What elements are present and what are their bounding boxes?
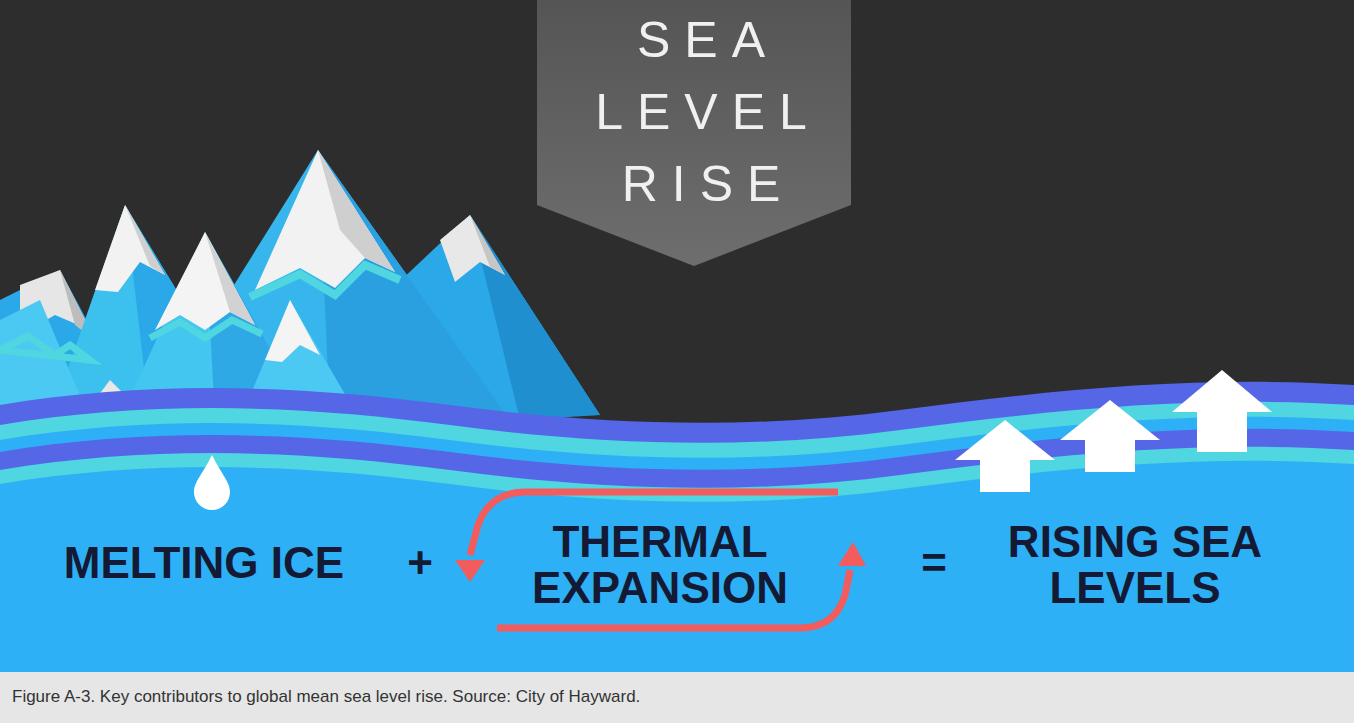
caption-bar: Figure A-3. Key contributors to global m…: [0, 672, 1354, 723]
equation-result: RISING SEA LEVELS: [955, 519, 1315, 611]
banner-title: SEA LEVEL RISE: [564, 4, 838, 220]
plus-sign: +: [398, 540, 442, 586]
equals-sign: =: [912, 540, 956, 586]
equation-term: THERMAL EXPANSION: [500, 519, 820, 611]
figure-caption: Figure A-3. Key contributors to global m…: [12, 686, 1332, 708]
equation-term: MELTING ICE: [24, 540, 384, 586]
